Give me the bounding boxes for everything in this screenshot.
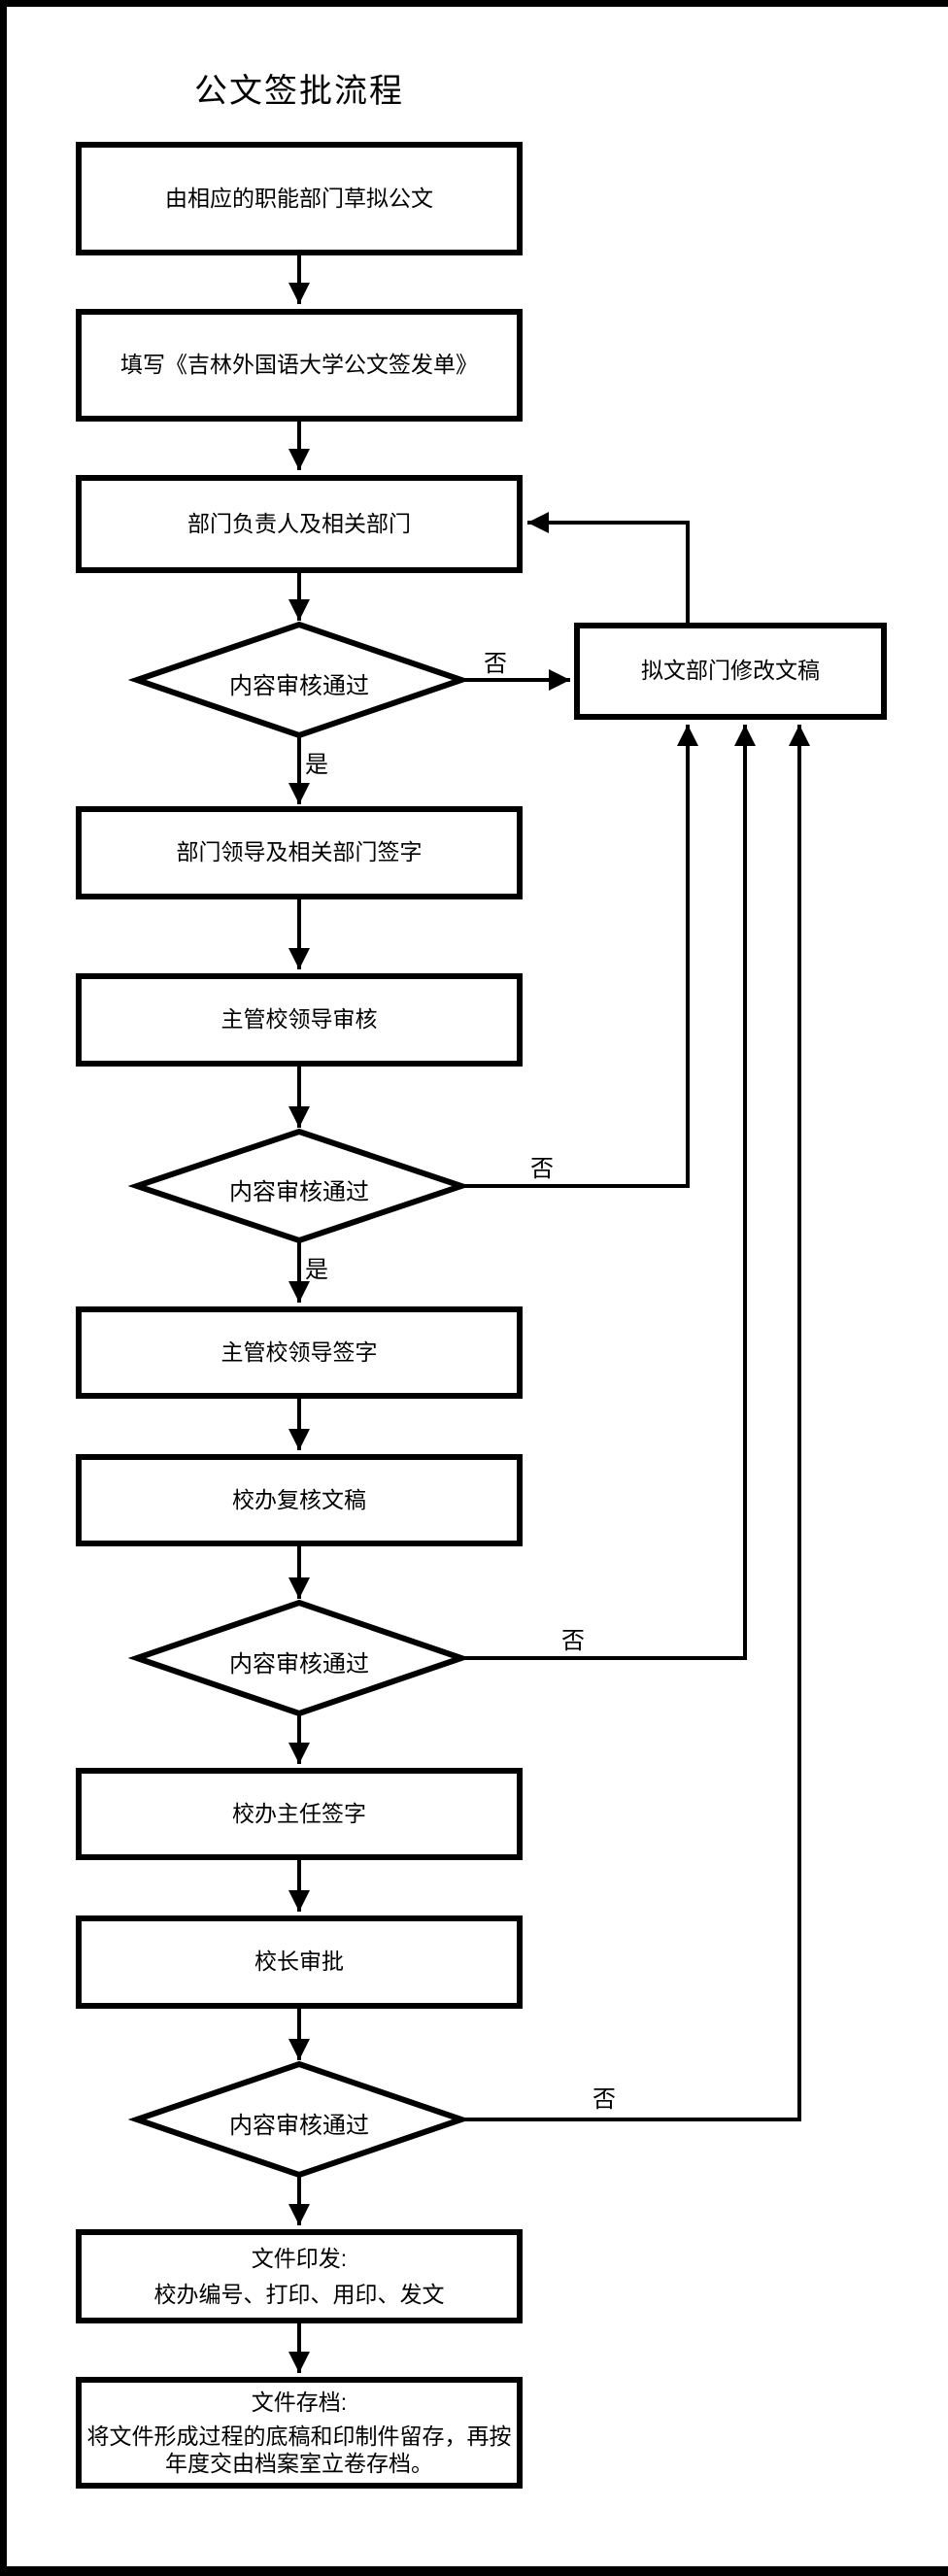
decision1-no-label: 否 [484,651,507,677]
node-office-recheck: 校办复核文稿 [76,1454,523,1546]
node-archive-title: 文件存档: [251,2390,348,2416]
node-dept-leader-sign: 部门领导及相关部门签字 [76,806,523,899]
decision2-diamond [127,1128,471,1244]
page-border-left [0,0,7,2576]
decision3-no-label: 否 [561,1628,585,1654]
node-school-leader-review-label: 主管校领导审核 [220,1006,378,1033]
node-dept-head-related: 部门负责人及相关部门 [76,475,523,573]
node-dept-leader-sign-label: 部门领导及相关部门签字 [176,839,423,865]
node-revise-draft: 拟文部门修改文稿 [574,623,887,720]
arrow-decision4-no-to-revise [461,725,810,2121]
decision4-diamond [127,2060,471,2179]
page-title: 公文签批流程 [194,73,404,110]
node-dept-head-related-label: 部门负责人及相关部门 [187,510,411,536]
node-office-director-sign-label: 校办主任签字 [232,1800,366,1826]
node-office-director-sign: 校办主任签字 [76,1768,523,1860]
decision3-label: 内容审核通过 [229,1651,369,1678]
arrow-revise-back-to-dept [527,512,690,623]
node-fill-sign-form-label: 填写《吉林外国语大学公文签发单》 [120,352,478,378]
node-issue-document: 文件印发: 校办编号、打印、用印、发文 [76,2229,523,2323]
node-revise-draft-label: 拟文部门修改文稿 [641,658,820,684]
node-president-approve-label: 校长审批 [254,1949,344,1975]
page-border-bottom [0,2566,948,2576]
page-border-top [0,0,948,7]
node-school-leader-sign: 主管校领导签字 [76,1306,523,1399]
arrow-decision3-no-to-revise [461,725,756,1660]
node-fill-sign-form: 填写《吉林外国语大学公文签发单》 [76,309,523,422]
node-archive-document: 文件存档: 将文件形成过程的底稿和印制件留存，再按年度交由档案室立卷存档。 [76,2377,523,2489]
arrow-decision2-no-to-revise [457,725,698,1188]
node-issue-title: 文件印发: [251,2245,348,2271]
decision1-label: 内容审核通过 [229,673,369,699]
decision1-yes-label: 是 [305,752,328,778]
node-issue-detail: 校办编号、打印、用印、发文 [153,2282,445,2308]
decision2-label: 内容审核通过 [229,1179,369,1205]
node-draft-document: 由相应的职能部门草拟公文 [76,142,523,255]
node-school-leader-review: 主管校领导审核 [76,973,523,1067]
decision4-label: 内容审核通过 [229,2113,369,2139]
decision2-no-label: 否 [530,1156,554,1182]
decision3-diamond [127,1599,471,1717]
node-archive-detail: 将文件形成过程的底稿和印制件留存，再按年度交由档案室立卷存档。 [86,2423,512,2476]
decision2-yes-label: 是 [305,1257,328,1283]
node-president-approve: 校长审批 [76,1915,523,2009]
node-office-recheck-label: 校办复核文稿 [232,1486,366,1512]
node-school-leader-sign-label: 主管校领导签字 [220,1339,378,1365]
node-draft-label: 由相应的职能部门草拟公文 [165,185,433,211]
decision1-diamond [127,621,471,739]
decision4-no-label: 否 [592,2086,616,2113]
